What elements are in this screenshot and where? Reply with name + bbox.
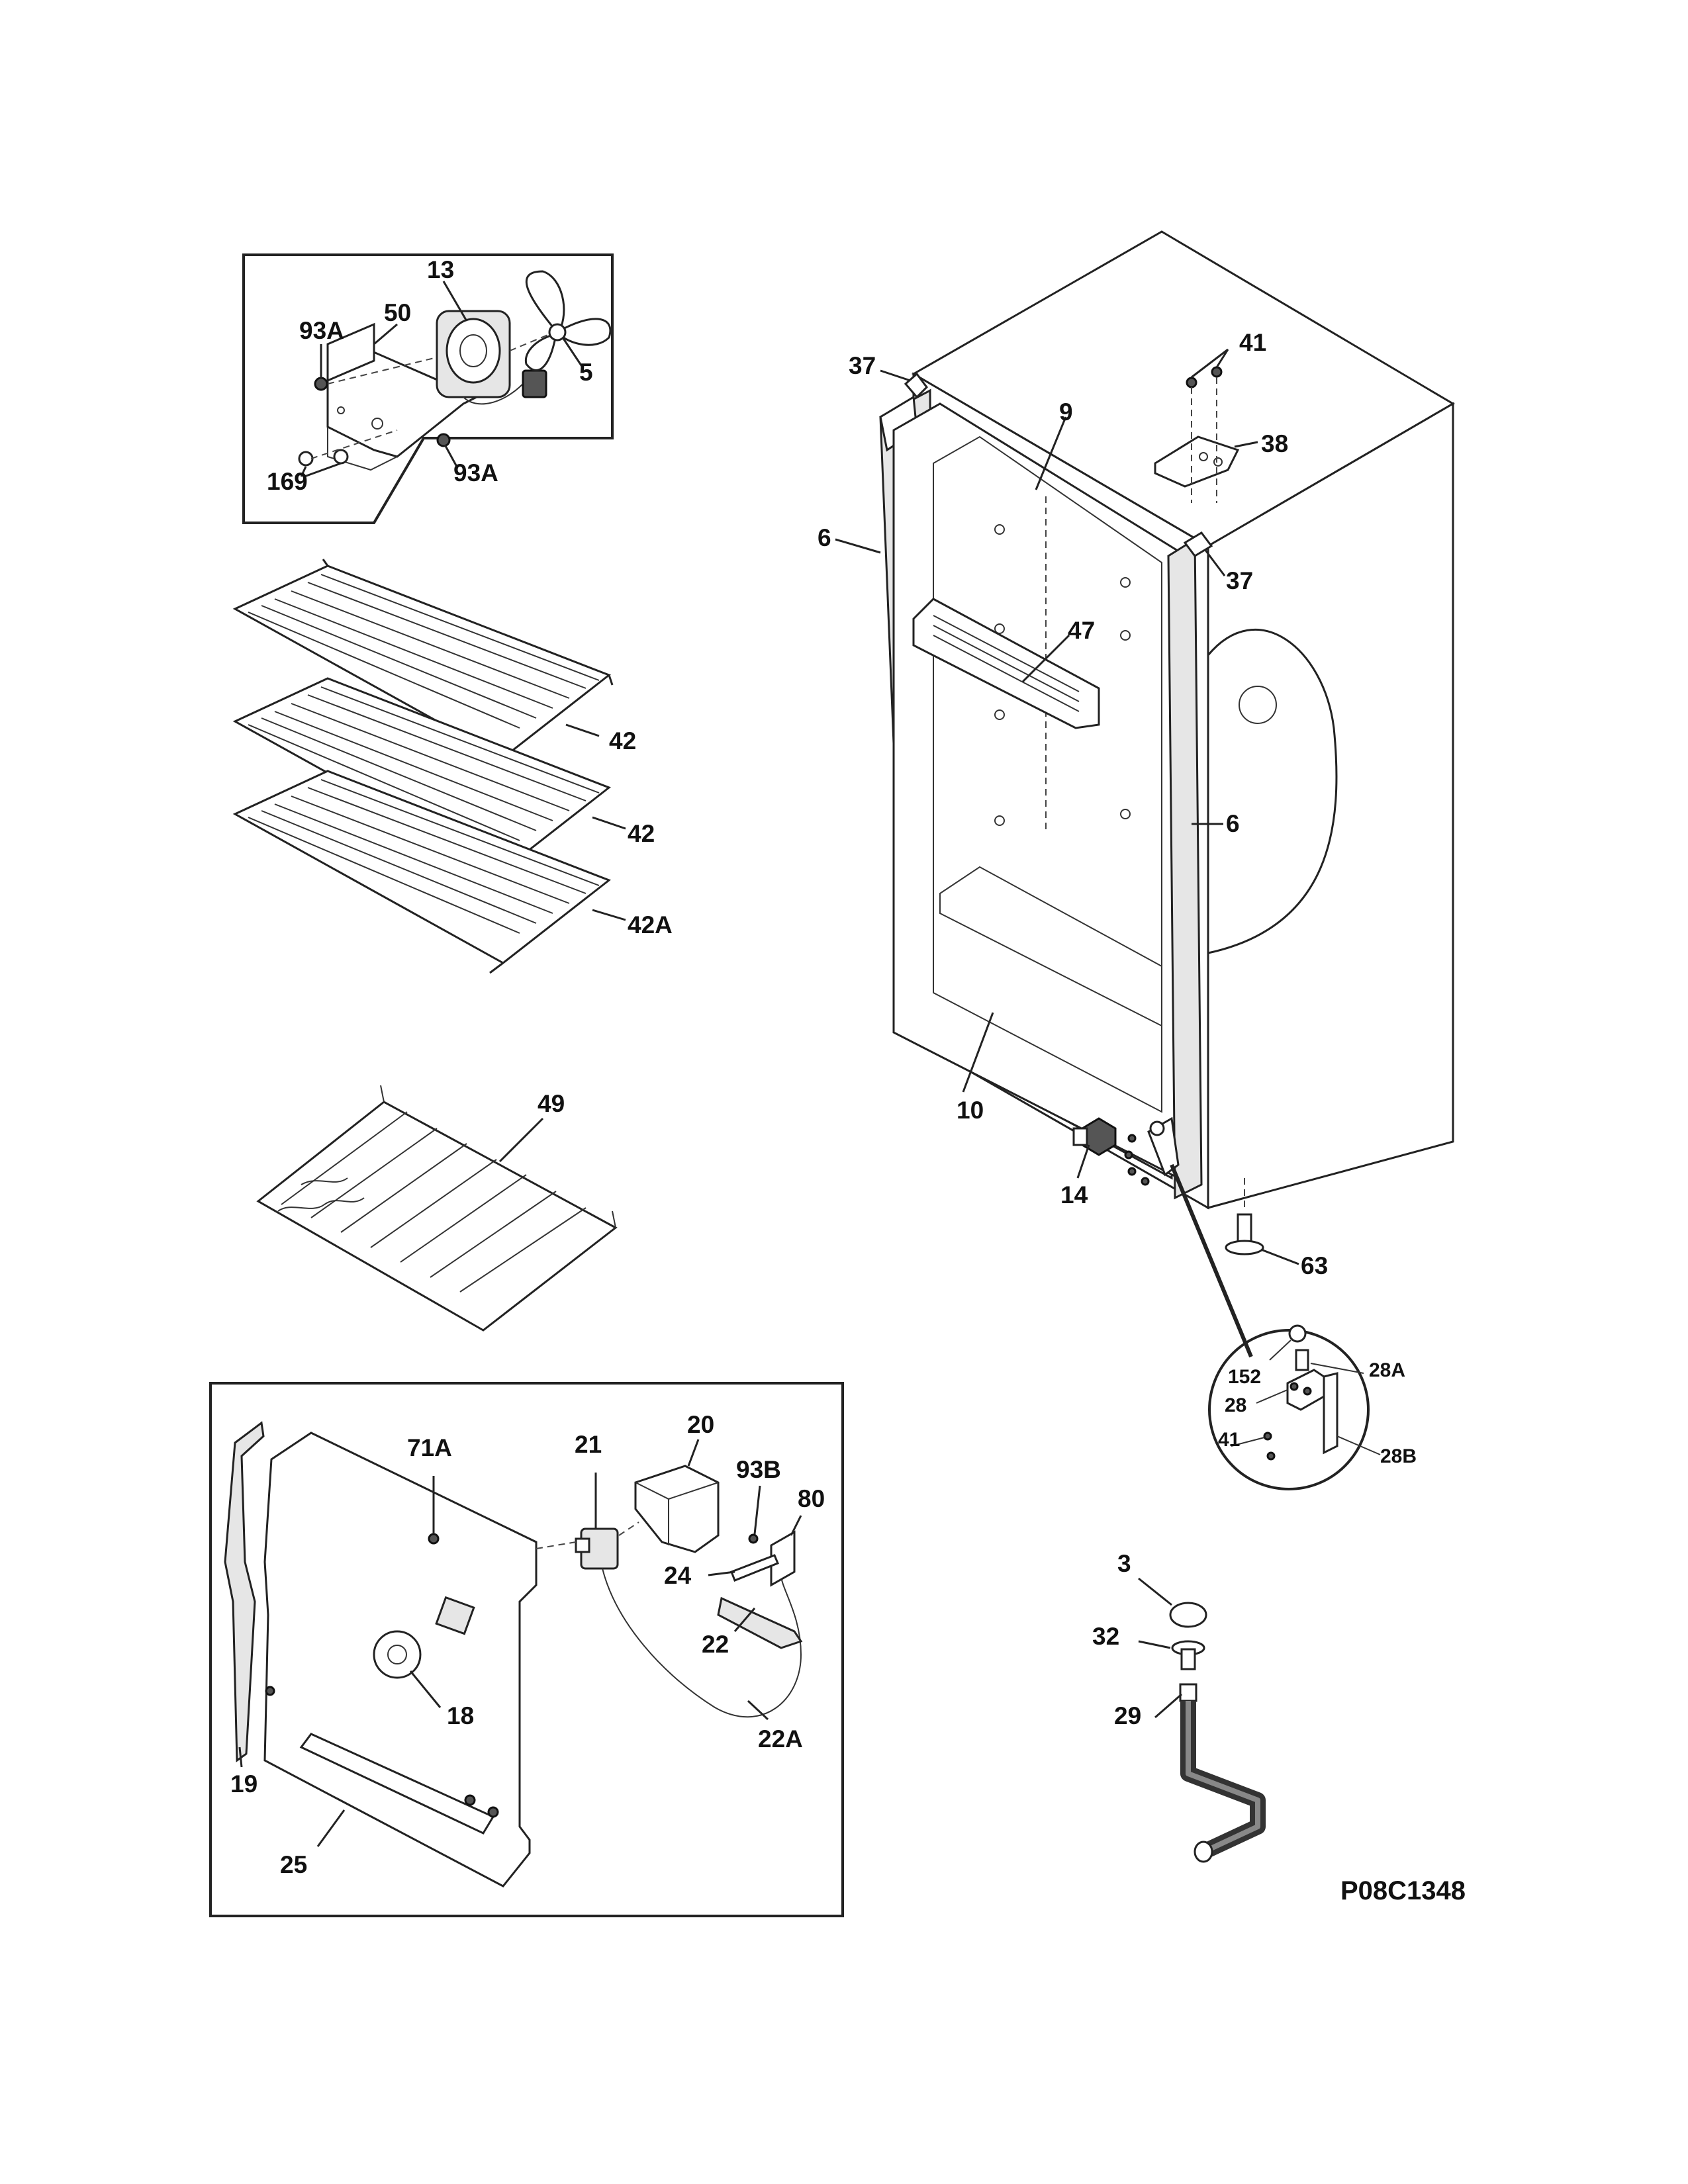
top-hinge bbox=[1154, 366, 1240, 503]
fan-fasteners bbox=[298, 377, 451, 467]
knob-cover bbox=[634, 1465, 720, 1553]
callout-screw-lower: 93A bbox=[453, 459, 498, 486]
callout-screw-upper: 93A bbox=[299, 317, 344, 344]
callout-door-left: 6 bbox=[818, 524, 831, 551]
callout-basket: 49 bbox=[538, 1090, 565, 1117]
door-shelf bbox=[912, 598, 1100, 729]
cabinet-group: 37 41 9 38 6 37 47 6 10 14 63 bbox=[818, 230, 1455, 1279]
callout-drain-tube: 29 bbox=[1114, 1702, 1141, 1729]
callout-hinge-screws: 41 bbox=[1218, 1429, 1240, 1451]
callout-gasket-strip: 19 bbox=[230, 1770, 258, 1797]
callout-panel-screw: 71A bbox=[407, 1434, 452, 1461]
fan-bracket bbox=[326, 322, 479, 471]
hinge-detail-group: 152 28A 28 41 28B bbox=[1170, 1163, 1417, 1490]
drain-tube bbox=[1179, 1683, 1266, 1863]
switch bbox=[1072, 1117, 1117, 1156]
callout-top-hinge: 38 bbox=[1261, 430, 1288, 457]
callout-sensor-holder: 22 bbox=[702, 1631, 729, 1658]
hinge-cover-left bbox=[904, 372, 928, 399]
drain-group: 3 32 29 bbox=[1092, 1550, 1266, 1863]
callout-drain-plug: 32 bbox=[1092, 1623, 1119, 1650]
callout-fan-bracket: 50 bbox=[384, 299, 411, 326]
callout-hinge: 28 bbox=[1225, 1394, 1246, 1416]
callout-door-right: 6 bbox=[1226, 810, 1240, 837]
hinge-cover-right bbox=[1183, 531, 1213, 557]
callout-drain-cap: 3 bbox=[1117, 1550, 1131, 1577]
shelf-top bbox=[232, 559, 614, 769]
drain-plug bbox=[1171, 1640, 1205, 1670]
callout-shelf-middle: 42 bbox=[628, 820, 655, 847]
callout-leveling-leg: 63 bbox=[1301, 1252, 1328, 1279]
callout-hinge-bracket: 28B bbox=[1380, 1445, 1417, 1467]
callout-knob-cover: 20 bbox=[687, 1411, 714, 1438]
callout-motor: 13 bbox=[427, 256, 454, 283]
callout-hinge-cover-left: 37 bbox=[849, 352, 876, 379]
hinge-detail-circle bbox=[1208, 1329, 1370, 1490]
callout-thermostat: 21 bbox=[575, 1431, 602, 1458]
callout-hinge-pin: 28A bbox=[1369, 1359, 1405, 1381]
sensor-hardware bbox=[717, 1530, 803, 1649]
rear-panel-frame bbox=[209, 1382, 844, 1917]
thermostat bbox=[575, 1527, 802, 1718]
leveling-leg bbox=[1225, 1178, 1264, 1255]
basket-group: 49 bbox=[256, 1085, 618, 1332]
cabinet-liner bbox=[892, 402, 1193, 1187]
callout-top-screws: 41 bbox=[1239, 329, 1266, 356]
callout-grommets: 169 bbox=[267, 468, 308, 495]
callout-channel: 25 bbox=[280, 1851, 307, 1878]
callout-hinge-cover-right: 37 bbox=[1226, 567, 1253, 594]
gasket-strip bbox=[224, 1421, 265, 1762]
diagram-code: P08C1348 bbox=[1340, 1876, 1466, 1905]
shelf-bottom bbox=[232, 770, 612, 974]
callout-top-gasket: 9 bbox=[1059, 398, 1073, 426]
callout-bottom-gasket: 10 bbox=[957, 1097, 984, 1124]
fan-motor bbox=[436, 310, 547, 405]
fan-assembly-group: 13 93A 50 5 169 93A bbox=[242, 253, 614, 524]
callout-capillary-tube: 22A bbox=[758, 1725, 803, 1752]
callout-door-shelf: 47 bbox=[1068, 617, 1095, 644]
shelves-group: 42 42 42A bbox=[232, 559, 673, 974]
callout-bracket: 24 bbox=[664, 1562, 692, 1589]
rear-panel-group: 71A 21 20 93B 80 24 22 22A 18 19 25 bbox=[209, 1382, 844, 1917]
drain-cap bbox=[1169, 1602, 1207, 1628]
callout-shelf-bottom: 42A bbox=[628, 911, 673, 938]
callout-grommet: 18 bbox=[447, 1702, 474, 1729]
callout-small-screw: 93B bbox=[736, 1456, 781, 1483]
callout-fan-blade: 5 bbox=[579, 359, 593, 386]
callout-shelf-top: 42 bbox=[609, 727, 636, 754]
bottom-hinge bbox=[1124, 1116, 1180, 1186]
fan-kit-frame bbox=[242, 253, 614, 524]
callout-switch: 14 bbox=[1060, 1181, 1088, 1208]
fan-blade bbox=[524, 270, 612, 371]
callout-bushing: 152 bbox=[1228, 1366, 1261, 1388]
callout-clip: 80 bbox=[798, 1485, 825, 1512]
door-right bbox=[1167, 537, 1203, 1200]
basket bbox=[256, 1101, 618, 1332]
